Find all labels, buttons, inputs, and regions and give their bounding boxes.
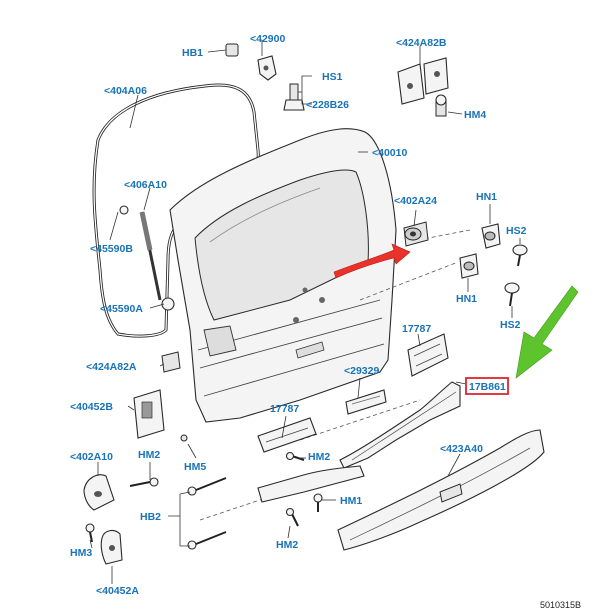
bolt-hm5 bbox=[187, 477, 227, 496]
nut-hn1-bottom bbox=[459, 253, 479, 279]
label-hm4: HM4 bbox=[464, 109, 486, 121]
label-404a06: <404A06 bbox=[104, 85, 147, 97]
alignment-line-lower bbox=[299, 399, 421, 441]
label-40452b: <40452B bbox=[70, 401, 113, 413]
bracket-17787-mid bbox=[257, 417, 317, 453]
label-29329: <29329 bbox=[344, 365, 379, 377]
label-424a82a: <424A82A bbox=[86, 361, 137, 373]
bracket-17b861 bbox=[339, 381, 461, 469]
label-hm2-top: HM2 bbox=[138, 449, 160, 461]
bolt-hm2-top bbox=[129, 477, 159, 487]
label-402a10: <402A10 bbox=[70, 451, 113, 463]
bolt-hm3 bbox=[85, 523, 95, 543]
label-424a82b: <424A82B bbox=[396, 37, 447, 49]
label-423a40: <423A40 bbox=[440, 443, 483, 455]
hinge-bracket-42900 bbox=[225, 43, 277, 81]
label-45590b: <45590B bbox=[90, 243, 133, 255]
bolt-hm2-bottom bbox=[285, 507, 299, 527]
label-hm2-mid: HM2 bbox=[308, 451, 330, 463]
label-17787-right: 17787 bbox=[402, 323, 431, 335]
bolt-hm4 bbox=[435, 94, 447, 117]
label-228b26: <228B26 bbox=[306, 99, 349, 111]
leader-lines bbox=[89, 40, 521, 584]
bracket-lower bbox=[257, 465, 365, 503]
latch-40452a bbox=[100, 529, 123, 565]
label-hs1: HS1 bbox=[322, 71, 343, 83]
label-hm5: HM5 bbox=[184, 461, 206, 473]
hinge-424a82b bbox=[397, 57, 449, 105]
liftgate-panel bbox=[169, 128, 397, 423]
label-hb1: HB1 bbox=[182, 47, 203, 59]
screw-hs2-bottom bbox=[504, 282, 520, 307]
weatherstrip-seal bbox=[92, 83, 260, 338]
gas-strut bbox=[119, 205, 175, 311]
red-direction-arrow bbox=[333, 243, 411, 279]
alignment-line-mid bbox=[359, 261, 459, 301]
screw-hs2-top bbox=[512, 244, 528, 267]
label-hn1-top: HN1 bbox=[476, 191, 497, 203]
label-40452a: <40452A bbox=[96, 585, 139, 597]
label-hb2: HB2 bbox=[140, 511, 161, 523]
label-hm2-bottom: HM2 bbox=[276, 539, 298, 551]
striker-402a10 bbox=[83, 474, 115, 511]
bolt-228b26 bbox=[283, 83, 305, 111]
bump-stop-402a24 bbox=[403, 221, 429, 247]
label-hn1-bottom: HN1 bbox=[456, 293, 477, 305]
bracket-17787-right bbox=[407, 333, 449, 377]
applique-423a40 bbox=[337, 429, 545, 551]
bolt-hm2-mid bbox=[285, 451, 305, 461]
latch-40452b bbox=[133, 389, 188, 442]
label-45590a: <45590A bbox=[100, 303, 143, 315]
label-hm3: HM3 bbox=[70, 547, 92, 559]
highlight-box bbox=[465, 377, 509, 395]
lamp-29329 bbox=[345, 389, 387, 415]
label-406a10: <406A10 bbox=[124, 179, 167, 191]
label-17787-mid: 17787 bbox=[270, 403, 299, 415]
label-402a24: <402A24 bbox=[394, 195, 437, 207]
bolt-hb2-lower bbox=[187, 531, 227, 550]
label-hs2-bottom: HS2 bbox=[500, 319, 521, 331]
green-callout-arrow bbox=[515, 285, 579, 379]
label-17b861: 17B861 bbox=[469, 381, 506, 393]
label-hs2-top: HS2 bbox=[506, 225, 527, 237]
labels: HB1 <42900 HS1 <228B26 <424A82B HM4 <404… bbox=[70, 33, 581, 610]
diagram-reference: 5010315B bbox=[540, 600, 581, 610]
label-42900: <42900 bbox=[250, 33, 285, 45]
label-hm1: HM1 bbox=[340, 495, 362, 507]
label-40010: <40010 bbox=[372, 147, 407, 159]
cap-424a82a bbox=[161, 351, 181, 373]
bolt-hm1 bbox=[313, 493, 323, 512]
nut-hn1-top bbox=[481, 223, 501, 249]
